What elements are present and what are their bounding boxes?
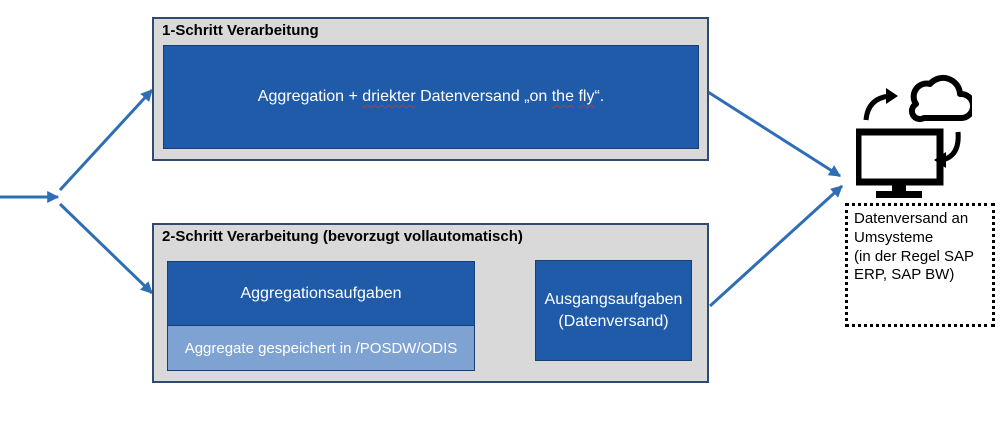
target-systems-box: Datenversand an Umsysteme (in der Regel … — [845, 203, 995, 327]
aggregation-tasks-box: Aggregationsaufgaben — [167, 261, 475, 326]
aggregation-direct-send-box: Aggregation + driekter Datenversand „on … — [163, 45, 699, 149]
stored-aggregates-box: Aggregate gespeichert in /POSDW/ODIS — [167, 325, 475, 371]
aggregation-tasks-label: Aggregationsaufgaben — [240, 284, 402, 302]
spellcheck-flagged-word: driekter — [362, 88, 416, 106]
aggregation-direct-send-label: Aggregation + driekter Datenversand „on … — [257, 88, 605, 106]
computer-cloud-sync-icon — [856, 74, 972, 198]
branch-arrow-to-two-step — [58, 202, 154, 295]
one-step-to-target-arrow — [707, 90, 842, 178]
output-to-target-arrow — [708, 184, 844, 308]
one-step-panel-title: 1-Schritt Verarbeitung — [162, 22, 319, 39]
two-step-panel-title: 2-Schritt Verarbeitung (bevorzugt vollau… — [162, 228, 523, 245]
two-step-processing-panel: 2-Schritt Verarbeitung (bevorzugt vollau… — [152, 223, 709, 383]
output-tasks-box: Ausgangsaufgaben (Datenversand) — [535, 260, 692, 361]
stored-aggregates-label: Aggregate gespeichert in /POSDW/ODIS — [184, 339, 458, 357]
branch-arrow-to-one-step — [58, 88, 154, 192]
one-step-processing-panel: 1-Schritt Verarbeitung Aggregation + dri… — [152, 17, 709, 161]
output-tasks-label: Ausgangsaufgaben (Datenversand) — [544, 290, 683, 330]
